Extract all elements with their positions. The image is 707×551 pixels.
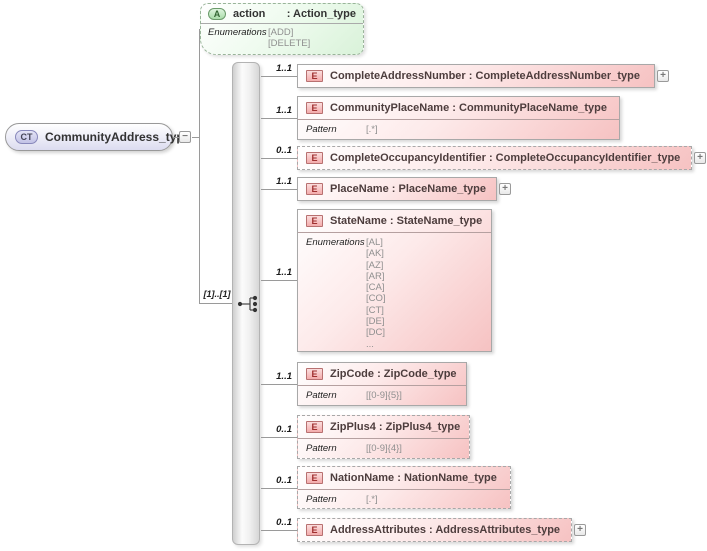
- connector-line: [173, 137, 179, 138]
- expand-button[interactable]: +: [694, 152, 706, 164]
- cardinality-label: 0..1: [276, 517, 292, 528]
- cardinality-label: 1..1: [276, 105, 292, 116]
- connector-line: [192, 137, 199, 138]
- cardinality-label: 1..1: [276, 63, 292, 74]
- element-title: CommunityPlaceName : CommunityPlaceName_…: [330, 102, 607, 114]
- complex-type-icon: CT: [15, 130, 38, 144]
- element-statename[interactable]: E StateName : StateName_type Enumeration…: [297, 209, 492, 352]
- pattern-value: [[0-9]{4}]: [366, 443, 402, 454]
- attribute-name: action: [233, 8, 266, 20]
- element-completeoccupancyidentifier[interactable]: E CompleteOccupancyIdentifier : Complete…: [297, 146, 692, 170]
- root-type-label: CommunityAddress_type: [45, 130, 191, 144]
- attribute-enumerations: Enumerations [ADD] [DELETE]: [201, 24, 363, 54]
- element-icon: E: [306, 70, 323, 82]
- cardinality-label: 1..1: [276, 371, 292, 382]
- attribute-icon: A: [208, 8, 226, 20]
- attribute-action-box[interactable]: A action : Action_type Enumerations [ADD…: [200, 3, 364, 55]
- attribute-header: A action : Action_type: [201, 4, 363, 24]
- enumerations-label: Enumerations: [306, 237, 365, 248]
- cardinality-label: 1..1: [276, 176, 292, 187]
- connector-line: [199, 303, 241, 304]
- connector-line: [261, 530, 297, 531]
- cardinality-label: 1..1: [276, 267, 292, 278]
- pattern-value: [.*]: [366, 494, 378, 505]
- cardinality-label: 0..1: [276, 475, 292, 486]
- connector-line: [261, 280, 297, 281]
- element-completeaddressnumber[interactable]: E CompleteAddressNumber : CompleteAddres…: [297, 64, 655, 88]
- pattern-facet: Pattern [[0-9]{4}]: [298, 438, 469, 458]
- pattern-value: [.*]: [366, 124, 378, 135]
- element-title: ZipPlus4 : ZipPlus4_type: [330, 421, 461, 433]
- enumerations-facet: Enumerations [AL] [AK] [AZ] [AR] [CA] [C…: [298, 232, 491, 354]
- connector-line: [261, 437, 297, 438]
- element-icon: E: [306, 368, 323, 380]
- connector-line: [261, 76, 297, 77]
- sequence-cardinality: [1]..[1]: [203, 289, 231, 299]
- element-title: AddressAttributes : AddressAttributes_ty…: [330, 524, 561, 536]
- pattern-facet: Pattern [.*]: [298, 119, 619, 139]
- element-title: PlaceName : PlaceName_type: [330, 183, 486, 195]
- enumeration-values: [AL] [AK] [AZ] [AR] [CA] [CO] [CT] [DE] …: [366, 237, 386, 350]
- enumeration-values: [ADD] [DELETE]: [268, 27, 311, 49]
- element-icon: E: [306, 524, 323, 536]
- connector-line: [261, 189, 297, 190]
- connector-line: [261, 384, 297, 385]
- pattern-label: Pattern: [306, 494, 337, 505]
- element-addressattributes[interactable]: E AddressAttributes : AddressAttributes_…: [297, 518, 572, 542]
- element-title: CompleteAddressNumber : CompleteAddressN…: [330, 70, 640, 82]
- connector-line: [199, 29, 200, 304]
- element-title: ZipCode : ZipCode_type: [330, 368, 457, 380]
- attribute-type: : Action_type: [286, 8, 356, 20]
- pattern-label: Pattern: [306, 390, 337, 401]
- root-type-box[interactable]: CT CommunityAddress_type: [5, 123, 190, 151]
- pattern-label: Pattern: [306, 443, 337, 454]
- expand-button[interactable]: +: [657, 70, 669, 82]
- element-icon: E: [306, 215, 323, 227]
- cardinality-label: 0..1: [276, 424, 292, 435]
- pattern-facet: Pattern [.*]: [298, 489, 510, 509]
- element-nationname[interactable]: E NationName : NationName_type Pattern […: [297, 466, 511, 509]
- connector-line: [261, 118, 297, 119]
- pattern-label: Pattern: [306, 124, 337, 135]
- element-placename[interactable]: E PlaceName : PlaceName_type: [297, 177, 497, 201]
- connector-line: [261, 158, 297, 159]
- element-title: CompleteOccupancyIdentifier : CompleteOc…: [330, 152, 681, 164]
- element-title: StateName : StateName_type: [330, 215, 483, 227]
- pattern-value: [[0-9]{5}]: [366, 390, 402, 401]
- element-icon: E: [306, 152, 323, 164]
- connector-line: [261, 488, 297, 489]
- element-icon: E: [306, 472, 323, 484]
- element-icon: E: [306, 102, 323, 114]
- element-zipcode[interactable]: E ZipCode : ZipCode_type Pattern [[0-9]{…: [297, 362, 467, 406]
- cardinality-label: 0..1: [276, 145, 292, 156]
- expand-button[interactable]: +: [574, 524, 586, 536]
- element-icon: E: [306, 183, 323, 195]
- element-communityplacename[interactable]: E CommunityPlaceName : CommunityPlaceNam…: [297, 96, 620, 140]
- element-title: NationName : NationName_type: [330, 472, 497, 484]
- pattern-facet: Pattern [[0-9]{5}]: [298, 385, 466, 405]
- enumerations-label: Enumerations: [208, 27, 267, 38]
- sequence-icon: [237, 295, 258, 313]
- element-icon: E: [306, 421, 323, 433]
- element-zipplus4[interactable]: E ZipPlus4 : ZipPlus4_type Pattern [[0-9…: [297, 415, 470, 459]
- expand-button[interactable]: +: [499, 183, 511, 195]
- collapse-button[interactable]: −: [179, 131, 191, 143]
